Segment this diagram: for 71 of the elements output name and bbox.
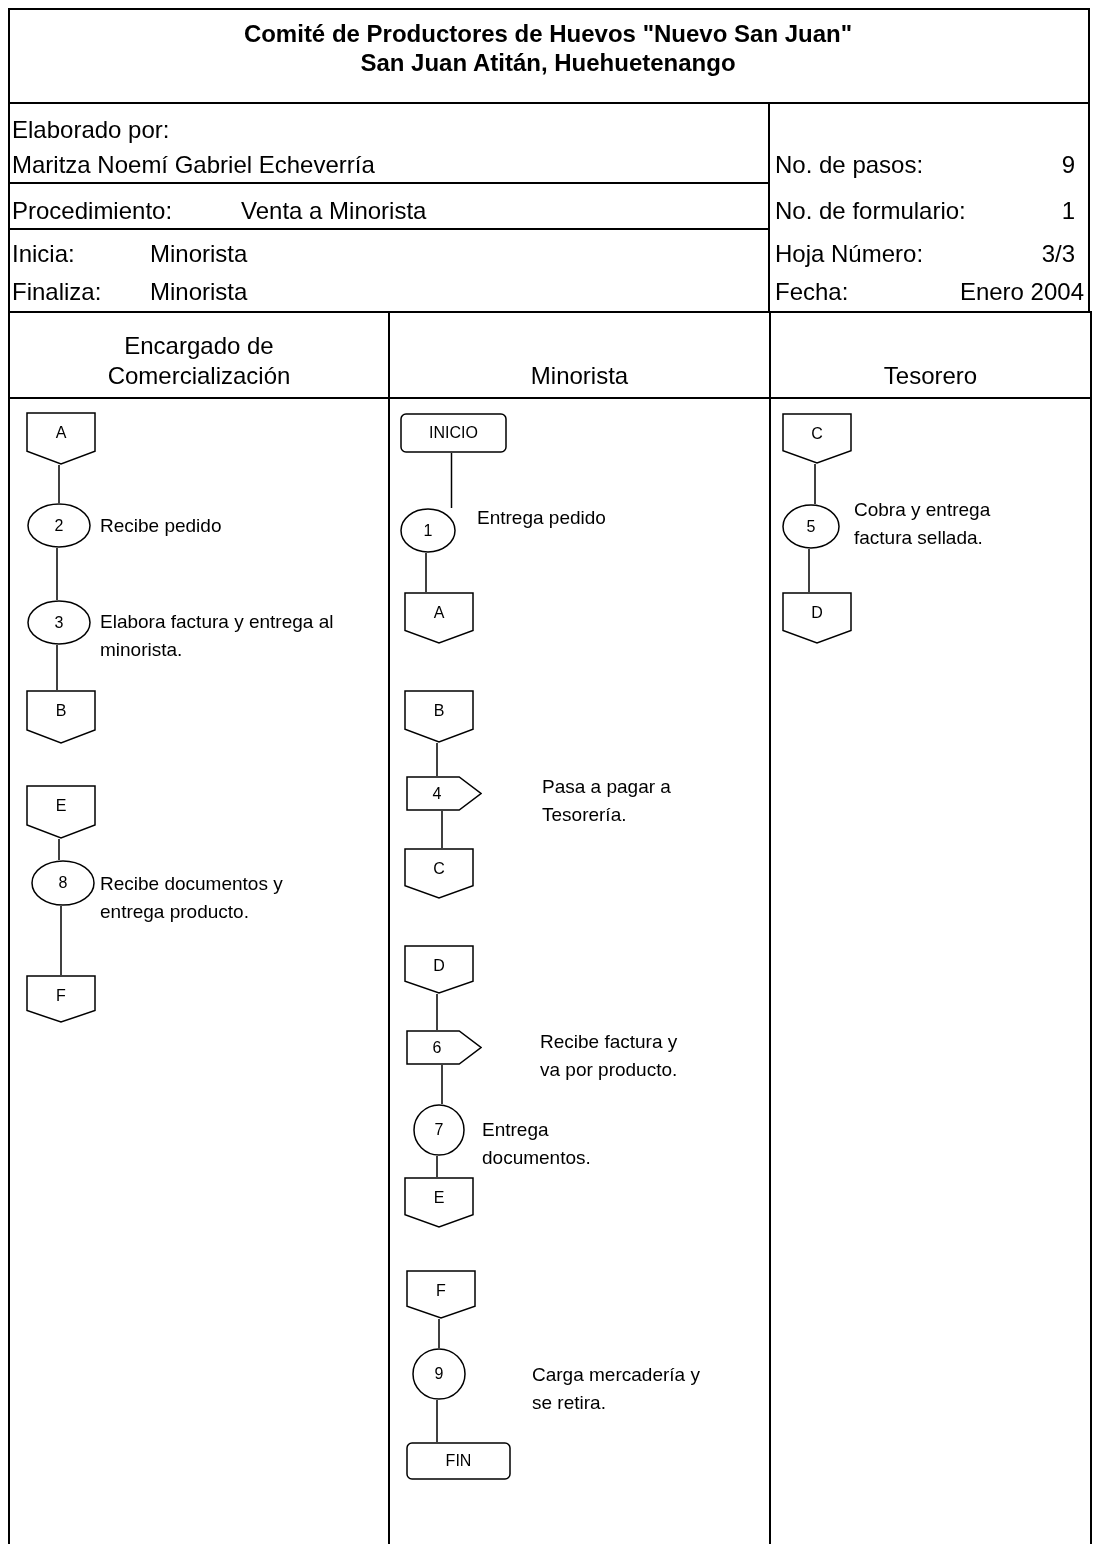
connector-line — [60, 905, 62, 976]
connector-line — [56, 644, 58, 691]
step-circle: 5 — [782, 504, 840, 549]
step-circle: 3 — [27, 600, 91, 645]
off-page-connector: C — [782, 413, 852, 464]
step-circle: 1 — [400, 508, 456, 553]
connector-line — [450, 452, 453, 509]
lane-header: Encargado de Comercialización — [106, 331, 292, 391]
header-field: 9 — [1061, 151, 1075, 179]
step-circle: 2 — [27, 503, 91, 548]
off-page-connector: F — [406, 1270, 476, 1319]
step-description: Cobra y entrega factura sellada. — [854, 498, 992, 550]
swimlane — [769, 311, 1092, 1544]
connector-line — [441, 810, 443, 849]
header-field: Hoja Número: — [775, 240, 924, 268]
connector-line — [58, 464, 60, 504]
step-description: Elabora factura y entrega al minorista. — [100, 610, 335, 662]
connector-line — [56, 547, 58, 601]
lane-header: Minorista — [530, 361, 629, 391]
header-field: Inicia: — [12, 240, 75, 268]
header-field: Venta a Minorista — [241, 197, 427, 225]
title: Comité de Productores de Huevos "Nuevo San Juan" San Juan Atitán, Huehuetenango — [243, 20, 853, 76]
step-description: Recibe documentos y entrega producto. — [100, 872, 284, 924]
swimlane — [388, 311, 769, 1544]
off-page-connector: D — [404, 945, 474, 994]
connector-line — [436, 993, 438, 1031]
connector-line — [58, 838, 60, 861]
off-page-connector: B — [26, 690, 96, 744]
off-page-connector: A — [404, 592, 474, 644]
connector-line — [436, 742, 438, 777]
header-field: Fecha: — [775, 278, 849, 306]
off-page-connector: C — [404, 848, 474, 899]
off-page-connector: B — [404, 690, 474, 743]
header-field: No. de formulario: — [775, 197, 966, 225]
off-page-connector: D — [782, 592, 852, 644]
connector-line — [436, 1399, 438, 1443]
off-page-connector: E — [404, 1177, 474, 1228]
header-field: Minorista — [150, 240, 248, 268]
lane-header: Tesorero — [883, 361, 978, 391]
header-field: Procedimiento: — [12, 197, 173, 225]
header-field: 3/3 — [1041, 240, 1075, 268]
connector-line — [425, 552, 427, 593]
off-page-connector: F — [26, 975, 96, 1023]
step-description: Carga mercadería y se retira. — [532, 1363, 701, 1415]
step-circle: 8 — [31, 860, 95, 906]
header-field: Enero 2004 — [959, 278, 1084, 306]
header-field: 1 — [1061, 197, 1075, 225]
connector-line — [808, 548, 810, 593]
pentagon-step-marker: 6 — [406, 1030, 482, 1065]
connector-line — [438, 1318, 440, 1349]
header-field: Finaliza: — [12, 278, 102, 306]
header-field: Minorista — [150, 278, 248, 306]
step-description: Entrega pedido — [477, 506, 607, 530]
step-circle: 7 — [413, 1104, 465, 1156]
swimlane — [8, 311, 388, 1544]
terminal-box: INICIO — [400, 413, 507, 453]
step-circle: 9 — [412, 1348, 466, 1400]
connector-line — [436, 1155, 438, 1178]
header-field: Maritza Noemí Gabriel Echeverría — [12, 151, 375, 179]
step-description: Pasa a pagar a Tesorería. — [542, 775, 672, 827]
header-field: Elaborado por: — [12, 116, 170, 144]
step-description: Recibe factura y va por producto. — [540, 1030, 679, 1082]
header-field: No. de pasos: — [775, 151, 924, 179]
terminal-box: FIN — [406, 1442, 511, 1480]
connector-line — [441, 1064, 443, 1105]
pentagon-step-marker: 4 — [406, 776, 482, 811]
off-page-connector: A — [26, 412, 96, 465]
connector-line — [814, 463, 816, 505]
step-description: Recibe pedido — [100, 514, 223, 538]
off-page-connector: E — [26, 785, 96, 839]
step-description: Entrega documentos. — [482, 1118, 592, 1170]
